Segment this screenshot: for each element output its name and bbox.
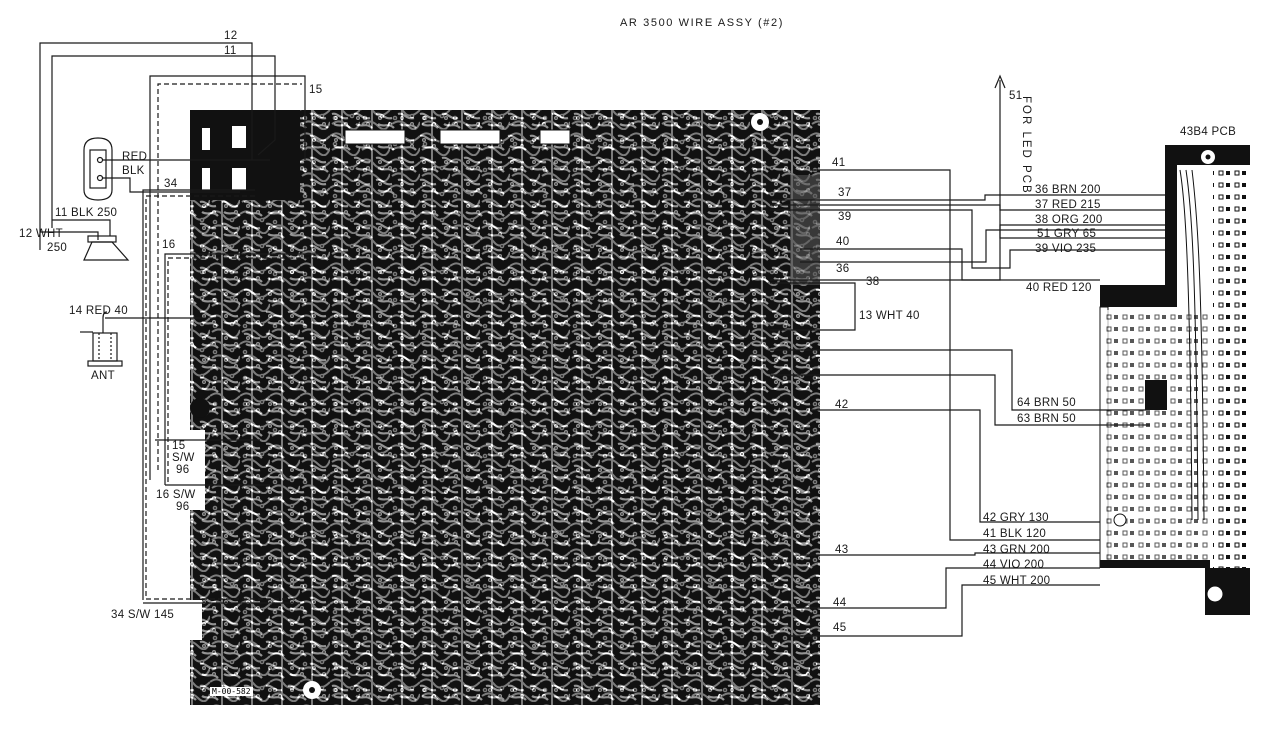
pcb-43b4-label: 43B4 PCB [1180, 126, 1237, 138]
wire-label-51: 51 GRY 65 [1037, 228, 1097, 240]
wire-label-43: 43 GRN 200 [983, 544, 1050, 556]
w15-label-a: 15 [172, 440, 186, 452]
wire-label-44: 44 VIO 200 [983, 559, 1045, 571]
wire-label-40: 40 RED 120 [1026, 282, 1092, 294]
w34-label: 34 S/W 145 [111, 609, 175, 621]
led-arrow [994, 74, 1006, 95]
speaker-icon [83, 235, 130, 261]
pcb-43b4 [1099, 145, 1250, 615]
led-note: FOR LED PCB [1020, 96, 1032, 195]
wire-34-number: 34 [164, 178, 178, 190]
wire-37-number: 37 [838, 187, 852, 199]
led-number: 51 [1009, 90, 1023, 102]
wire-41-number: 41 [832, 157, 846, 169]
wire-38-number: 38 [866, 276, 880, 288]
antenna-label: ANT [91, 370, 115, 382]
wire-45-number: 45 [833, 622, 847, 634]
speaker-wire-12a: 12 WHT [19, 228, 63, 240]
wires [39, 42, 1165, 637]
wire-40-number: 40 [836, 236, 850, 248]
speaker-wire-12b: 250 [47, 242, 68, 254]
connector-blk-label: BLK [122, 165, 145, 177]
wire-label-37: 37 RED 215 [1035, 199, 1101, 211]
wire-11-number: 11 [224, 45, 237, 57]
wire-label-41: 41 BLK 120 [983, 528, 1047, 540]
wire-39-number: 39 [838, 211, 852, 223]
wire-13-label: 13 WHT 40 [859, 310, 920, 322]
speaker-wire-11: 11 BLK 250 [55, 207, 118, 219]
wire-15-number: 15 [309, 84, 323, 96]
wire-16-number: 16 [162, 239, 176, 251]
w16-label-b: 96 [176, 501, 190, 513]
wire-label-36: 36 BRN 200 [1035, 184, 1101, 196]
wire-43-number: 43 [835, 544, 849, 556]
connector-red-label: RED [122, 151, 148, 163]
antenna-icon [80, 311, 123, 367]
w15-label-b: S/W [172, 452, 195, 464]
antenna-wire-label: 14 RED 40 [69, 305, 128, 317]
wire-label-39: 39 VIO 235 [1035, 243, 1097, 255]
wire-label-42: 42 GRY 130 [983, 512, 1049, 524]
wire-12-number: 12 [224, 30, 238, 42]
w15-label-c: 96 [176, 464, 190, 476]
diagram-title: AR 3500 WIRE ASSY (#2) [620, 17, 784, 29]
w16-label-a: 16 S/W [156, 489, 196, 501]
wire-label-64: 64 BRN 50 [1017, 397, 1076, 409]
speaker-connector [83, 137, 113, 201]
main-pcb [190, 110, 820, 705]
wire-42-number: 42 [835, 399, 849, 411]
pcb-serial: M-00-582 [210, 687, 253, 696]
wire-label-38: 38 ORG 200 [1035, 214, 1103, 226]
wire-label-45: 45 WHT 200 [983, 575, 1051, 587]
wire-label-63: 63 BRN 50 [1017, 413, 1076, 425]
wire-36-number: 36 [836, 263, 850, 275]
wire-44-number: 44 [833, 597, 847, 609]
